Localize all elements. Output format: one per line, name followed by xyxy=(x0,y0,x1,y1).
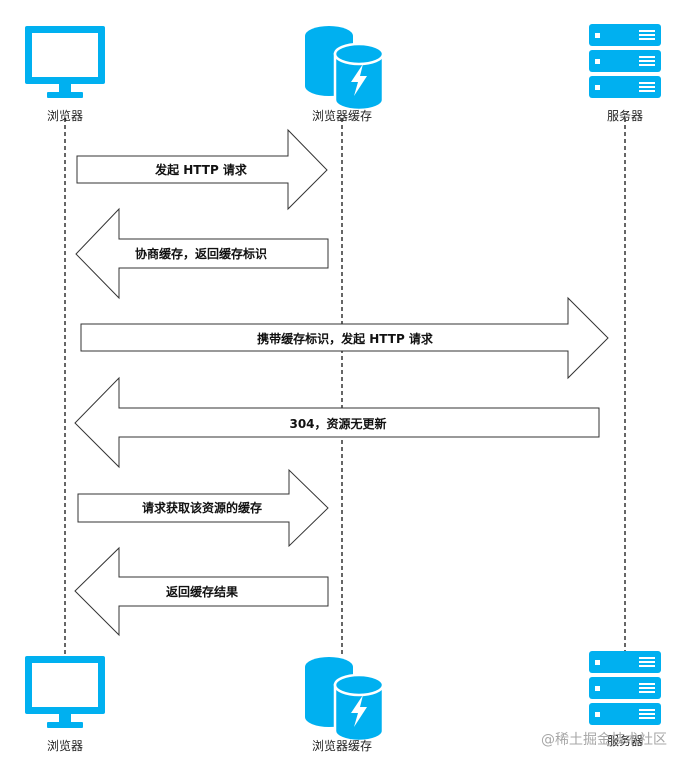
message-label: 返回缓存结果 xyxy=(166,584,238,599)
message-label: 请求获取该资源的缓存 xyxy=(142,500,262,515)
message-arrow: 协商缓存，返回缓存标识 xyxy=(75,207,329,300)
message-arrow: 发起 HTTP 请求 xyxy=(76,128,328,211)
participant-label: 浏览器 xyxy=(47,738,83,753)
message-label: 304，资源无更新 xyxy=(289,416,386,431)
participant-label: 浏览器缓存 xyxy=(312,738,372,753)
message-arrow: 304，资源无更新 xyxy=(74,376,600,469)
message-arrow: 返回缓存结果 xyxy=(74,546,329,637)
database-lightning-icon xyxy=(303,24,385,112)
message-label: 协商缓存，返回缓存标识 xyxy=(135,246,267,261)
message-arrow: 携带缓存标识，发起 HTTP 请求 xyxy=(80,296,609,380)
participant-label: 服务器 xyxy=(607,108,643,123)
server-rack-icon xyxy=(589,24,661,98)
participant-cache-bottom: 浏览器缓存 xyxy=(303,655,385,753)
message-label: 携带缓存标识，发起 HTTP 请求 xyxy=(257,331,434,346)
server-rack-icon xyxy=(589,651,661,725)
participant-browser-bottom: 浏览器 xyxy=(25,656,105,753)
watermark: @稀土掘金技术社区 xyxy=(541,732,667,748)
participant-label: 浏览器缓存 xyxy=(312,108,372,123)
participant-label: 服务器 xyxy=(607,733,643,748)
participant-label: 浏览器 xyxy=(47,108,83,123)
participant-browser-top: 浏览器 xyxy=(25,26,105,123)
monitor-icon xyxy=(25,656,105,728)
message-arrow: 请求获取该资源的缓存 xyxy=(77,468,329,548)
participant-cache-top: 浏览器缓存 xyxy=(303,24,385,123)
message-label: 发起 HTTP 请求 xyxy=(154,162,248,177)
participant-server-bottom: 服务器 xyxy=(589,651,661,748)
monitor-icon xyxy=(25,26,105,98)
participant-server-top: 服务器 xyxy=(589,24,661,123)
database-lightning-icon xyxy=(303,655,385,743)
